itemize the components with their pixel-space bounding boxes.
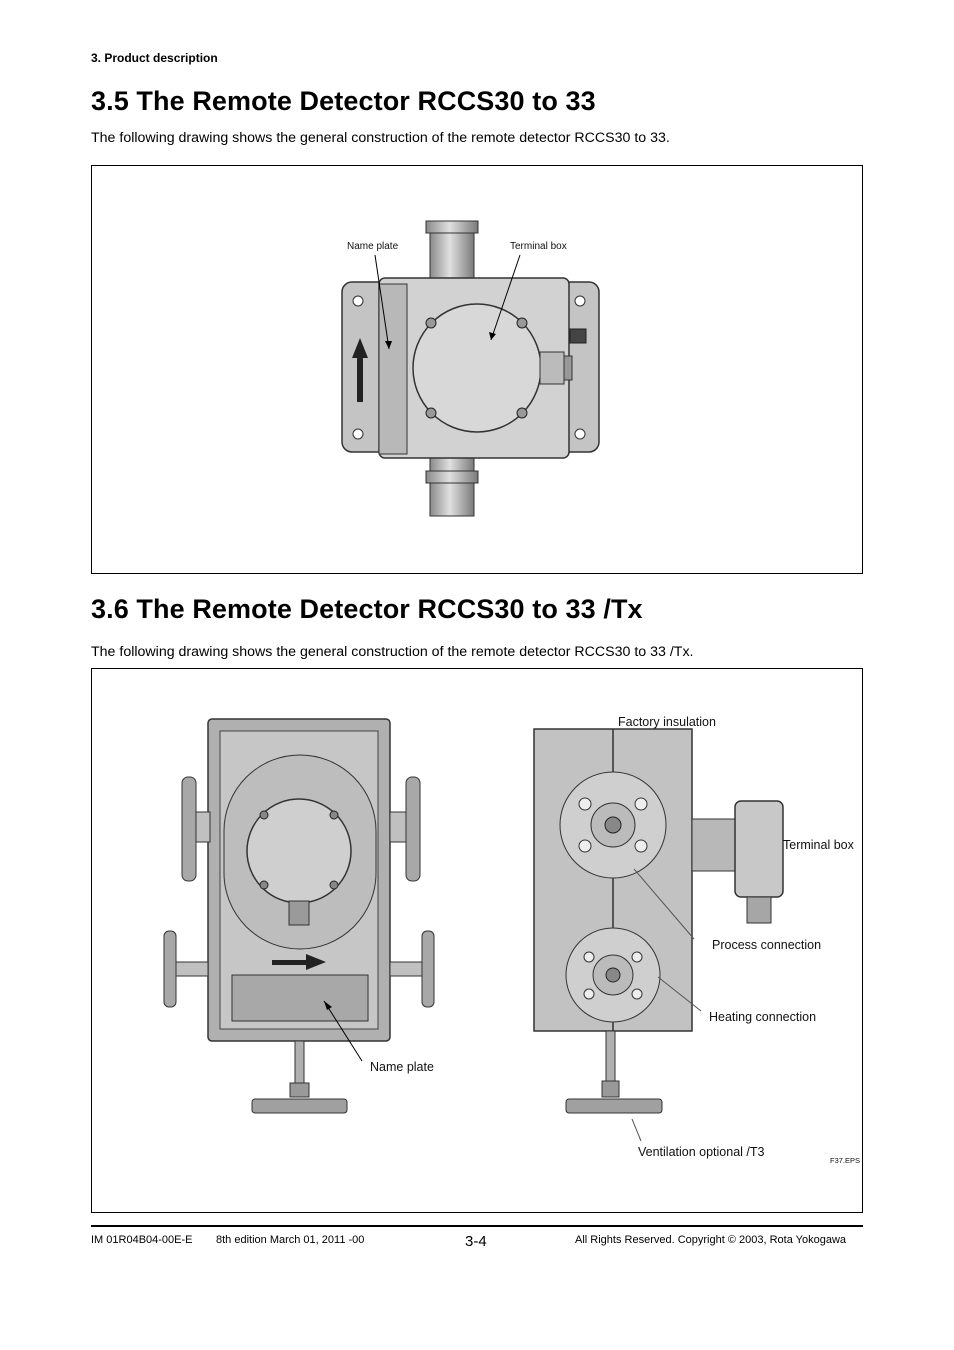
callout-ventilation: Ventilation optional /T3 [638, 1145, 765, 1159]
callout-process-connection: Process connection [712, 938, 822, 952]
chapter-header: 3. Product description [91, 51, 218, 65]
callout-factory-insulation: Factory insulation [618, 715, 716, 729]
callout-terminal-box-tx: Terminal box [783, 838, 854, 852]
footer-edition: 8th edition March 01, 2011 -00 [216, 1234, 365, 1246]
callout-heating-connection: Heating connection [709, 1010, 817, 1024]
figure-id-label: F37.EPS [830, 1156, 861, 1165]
footer-page-number: 3-4 [465, 1233, 487, 1250]
callout-terminal-box: Terminal box [510, 241, 567, 252]
section-3-5-title: 3.5 The Remote Detector RCCS30 to 33 [91, 86, 596, 116]
section-3-6-title: 3.6 The Remote Detector RCCS30 to 33 /Tx [91, 594, 643, 624]
section-3-6-intro: The following drawing shows the general … [91, 644, 694, 660]
callout-name-plate-tx: Name plate [370, 1060, 434, 1074]
remote-detector-drawing [341, 220, 600, 517]
footer-rule [91, 1225, 863, 1227]
section-3-5-intro: The following drawing shows the general … [91, 130, 670, 146]
footer-copyright: All Rights Reserved. Copyright © 2003, R… [575, 1234, 847, 1246]
callout-name-plate: Name plate [347, 241, 399, 252]
figure-remote-detector-tx: Factory insulation Terminal box Process … [91, 668, 863, 1213]
footer-doc-id: IM 01R04B04-00E-E [91, 1234, 193, 1246]
figure-remote-detector: Name plate Terminal box [91, 165, 863, 574]
remote-detector-tx-drawing [163, 718, 784, 1142]
